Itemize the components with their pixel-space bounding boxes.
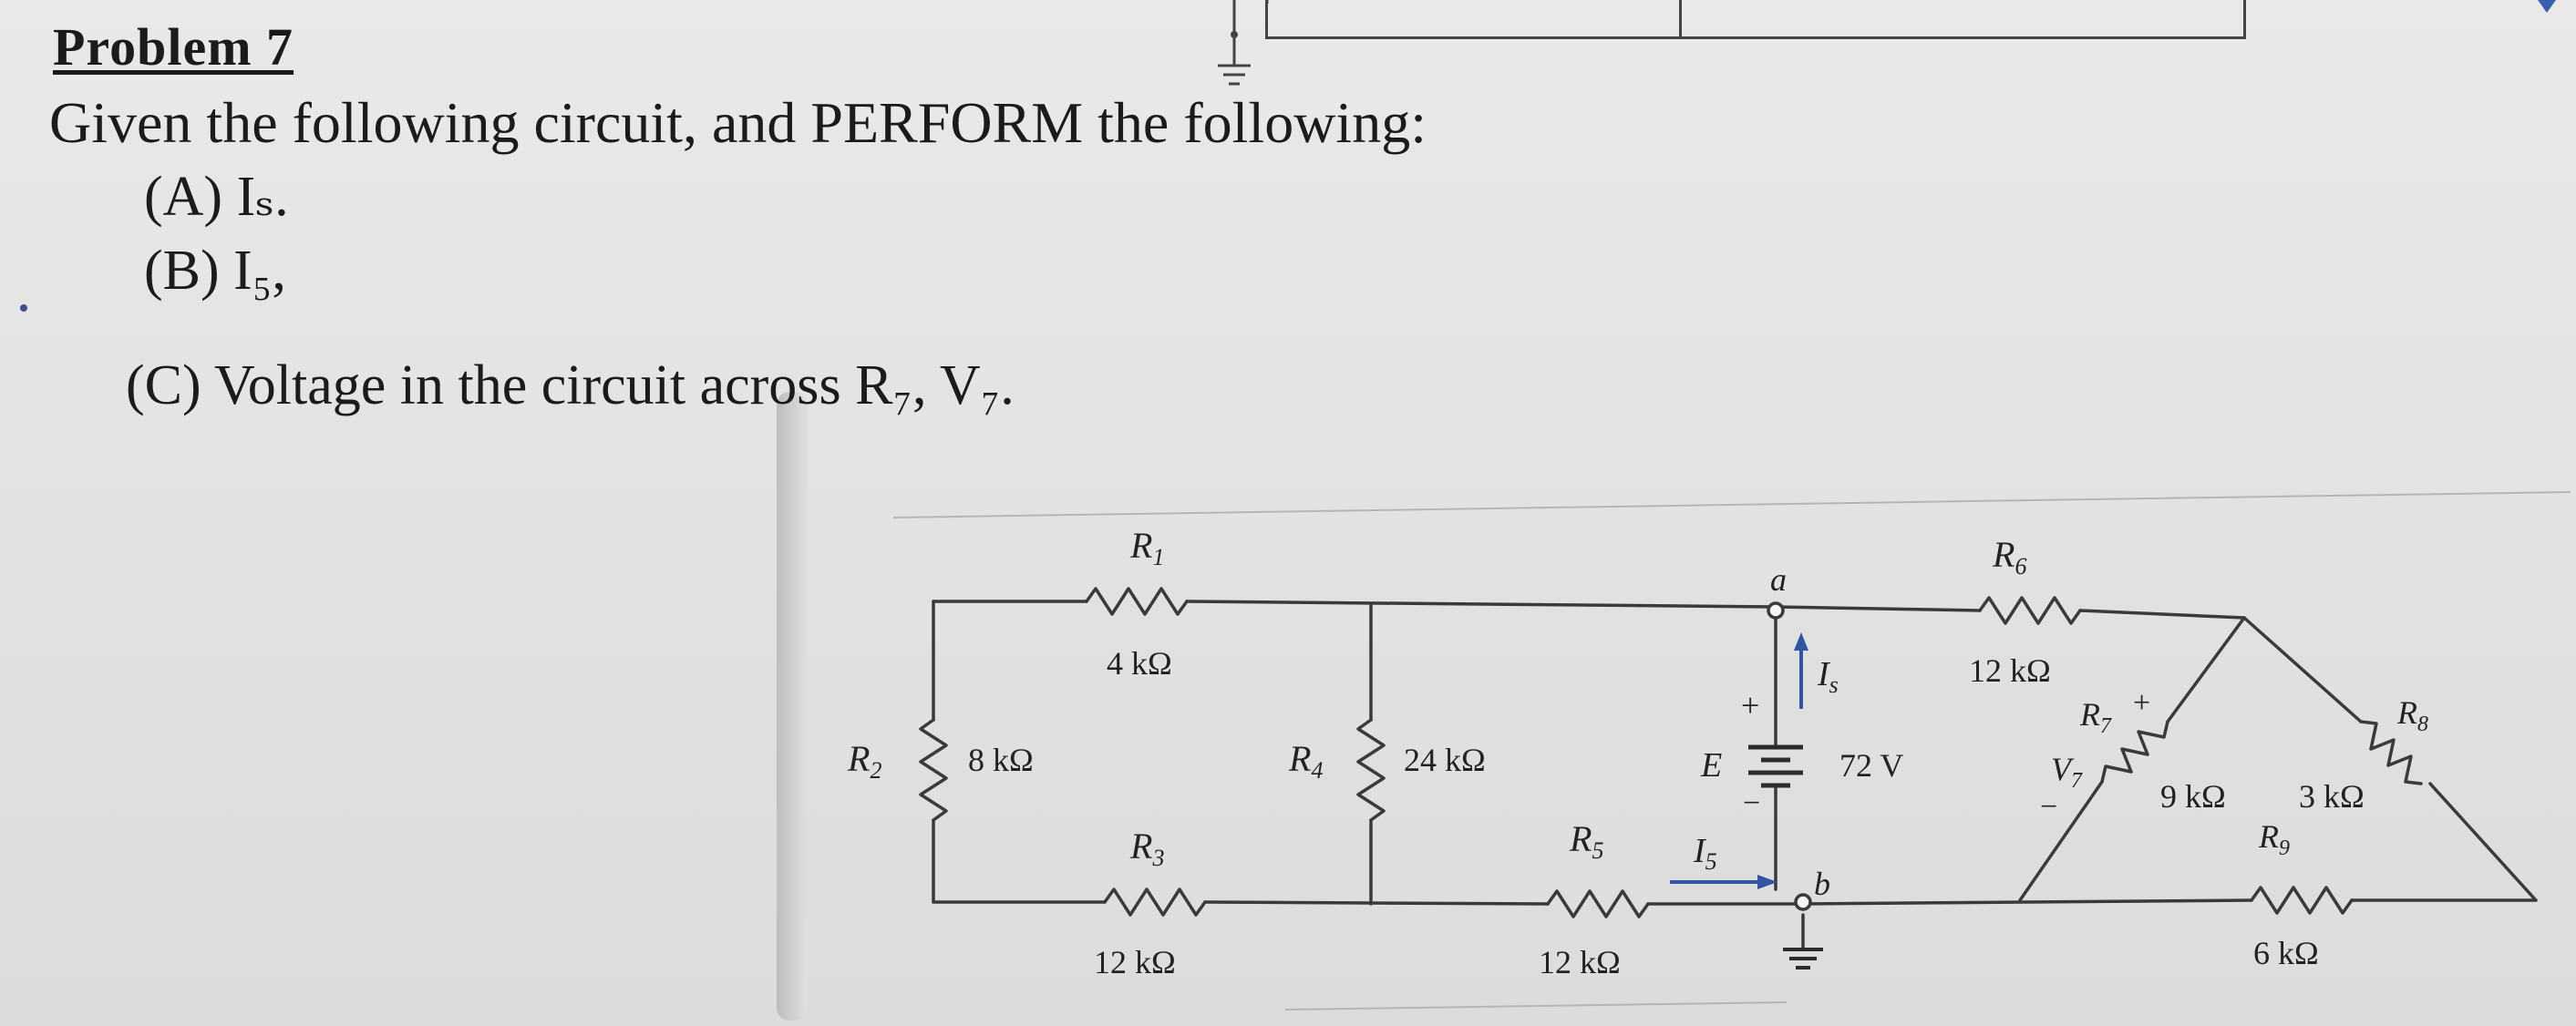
r1-resistor-symbol bbox=[1085, 587, 1189, 616]
page-rule-line bbox=[892, 491, 2571, 518]
source-minus-sign: − bbox=[1743, 786, 1760, 820]
r4-resistor-symbol bbox=[1356, 718, 1386, 822]
page-rule-line bbox=[1284, 1001, 1788, 1011]
problem-intro: Given the following circuit, and PERFORM… bbox=[49, 90, 1427, 155]
ground-icon bbox=[1218, 0, 1269, 86]
r5-label: R5 bbox=[1569, 818, 1603, 864]
wire-diamond-upper-left bbox=[2166, 616, 2246, 723]
r1-value: 4 kΩ bbox=[1107, 645, 1172, 682]
r1-label: R1 bbox=[1129, 525, 1164, 570]
r4-value: 24 kΩ bbox=[1404, 742, 1486, 778]
r8-value: 3 kΩ bbox=[2299, 778, 2365, 815]
r9-label: R9 bbox=[2258, 818, 2290, 860]
source-e-label: E bbox=[1700, 746, 1722, 785]
r7-value: 9 kΩ bbox=[2160, 778, 2226, 815]
node-b-terminal bbox=[1794, 893, 1812, 911]
corner-mark-icon bbox=[2538, 0, 2556, 13]
source-plus-sign: + bbox=[1741, 687, 1759, 723]
r2-value: 8 kΩ bbox=[968, 742, 1034, 778]
wire-diamond-lower-left bbox=[2018, 780, 2104, 902]
wire-top-mid bbox=[1185, 600, 1777, 609]
node-b-label: b bbox=[1814, 866, 1830, 902]
r9-value: 6 kΩ bbox=[2253, 935, 2319, 971]
r4-label: R4 bbox=[1288, 738, 1323, 784]
r8-label: R8 bbox=[2396, 694, 2428, 736]
r7-resistor-symbol bbox=[2100, 720, 2169, 784]
source-value: 72 V bbox=[1839, 747, 1903, 784]
stray-dot-mark bbox=[20, 304, 27, 312]
v7-plus-sign: + bbox=[2133, 686, 2150, 720]
node-a-label: a bbox=[1770, 561, 1787, 598]
part-c-text: (C) Voltage in the circuit across R₇, V₇… bbox=[126, 354, 1015, 416]
current-i5-arrow-icon bbox=[1670, 875, 1777, 889]
v7-minus-sign: − bbox=[2040, 790, 2057, 824]
wire-diamond-lower-right bbox=[2428, 782, 2538, 902]
r9-resistor-symbol bbox=[2250, 886, 2354, 915]
part-b-text: (B) I₅, bbox=[144, 240, 286, 302]
wire-bottom-right bbox=[1801, 898, 2253, 906]
r6-label: R6 bbox=[1992, 534, 2026, 580]
r6-value: 12 kΩ bbox=[1969, 652, 2051, 689]
r3-label: R3 bbox=[1129, 826, 1164, 871]
wire-bottom-mid bbox=[1203, 900, 1550, 906]
paper-edge-shadow bbox=[777, 392, 808, 1021]
part-a-text: (A) Iₛ. bbox=[144, 166, 289, 228]
r5-resistor-symbol bbox=[1546, 889, 1650, 918]
r3-resistor-symbol bbox=[1103, 887, 1207, 917]
v7-label: V7 bbox=[2051, 751, 2083, 793]
ground-icon bbox=[1783, 948, 1823, 970]
wire-diamond-upper-right bbox=[2242, 616, 2363, 723]
r6-resistor-symbol bbox=[1978, 596, 2082, 625]
wire-top-a-r6 bbox=[1774, 605, 1982, 612]
problem-title: Problem 7 bbox=[53, 17, 294, 77]
previous-problem-frame bbox=[1265, 0, 2246, 39]
r7-label: R7 bbox=[2079, 696, 2112, 738]
battery-icon bbox=[1748, 744, 1803, 788]
r8-resistor-symbol bbox=[2359, 720, 2423, 785]
r3-value: 12 kΩ bbox=[1094, 944, 1176, 980]
r5-value: 12 kΩ bbox=[1539, 944, 1621, 980]
current-is-arrow-icon bbox=[1794, 632, 1808, 709]
current-i5-label: I5 bbox=[1693, 832, 1717, 875]
previous-problem-divider bbox=[1679, 0, 1682, 36]
node-a-terminal bbox=[1767, 601, 1785, 620]
r2-resistor-symbol bbox=[919, 718, 948, 822]
wire-top-right bbox=[2078, 609, 2246, 620]
r2-label: R2 bbox=[847, 738, 881, 784]
current-is-label: Is bbox=[1817, 655, 1839, 698]
